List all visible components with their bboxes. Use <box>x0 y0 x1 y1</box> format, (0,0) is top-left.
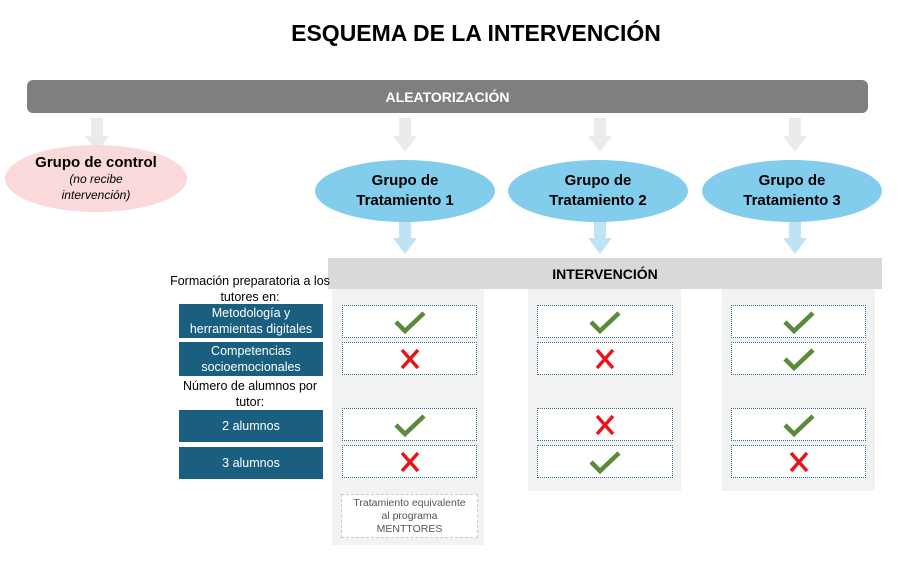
cell-t2-row4 <box>537 445 673 478</box>
row-label-3-students: 3 alumnos <box>179 447 323 479</box>
treatment-group-label: Grupo de <box>371 172 439 189</box>
treatment-group-1: Grupo de Tratamiento 1 <box>315 160 495 222</box>
down-arrow-icon <box>85 118 109 152</box>
cell-t3-row1 <box>731 305 866 338</box>
down-arrow-icon <box>783 118 807 152</box>
diagram-title: ESQUEMA DE LA INTERVENCIÓN <box>291 20 661 46</box>
cross-icon <box>595 348 615 369</box>
treatment-group-3: Grupo de Tratamiento 3 <box>702 160 882 222</box>
checkmark-icon <box>782 310 815 334</box>
cross-icon <box>400 451 419 472</box>
training-section-label: Formación preparatoria a los tutores en: <box>170 274 330 304</box>
treatment-group-label: Tratamiento 3 <box>743 192 841 209</box>
cell-t1-row2 <box>342 342 477 375</box>
cross-icon <box>789 451 808 472</box>
checkmark-icon <box>782 347 815 371</box>
treatment-group-label: Tratamiento 1 <box>356 192 454 209</box>
menttores-note: Tratamiento equivalente al programa MENT… <box>341 494 478 538</box>
cell-t1-row1 <box>342 305 477 338</box>
treatment-group-label: Tratamiento 2 <box>549 192 647 209</box>
cell-t2-row2 <box>537 342 673 375</box>
control-group-title: Grupo de control <box>35 154 157 171</box>
treatment-group-label: Grupo de <box>564 172 632 189</box>
control-group-subtitle: (no recibe intervención) <box>61 172 131 202</box>
cell-t2-row1 <box>537 305 673 338</box>
row-label-socioemotional: Competencias socioemocionales <box>179 342 323 376</box>
checkmark-icon <box>782 413 815 437</box>
control-group: Grupo de control (no recibe intervención… <box>5 145 187 212</box>
checkmark-icon <box>589 310 621 334</box>
cell-t3-row3 <box>731 408 866 441</box>
row-label-2-students: 2 alumnos <box>179 410 323 442</box>
cross-icon <box>400 348 419 369</box>
treatment-group-2: Grupo de Tratamiento 2 <box>508 160 688 222</box>
cross-icon <box>595 414 615 435</box>
down-arrow-icon <box>588 220 612 254</box>
down-arrow-icon <box>393 220 417 254</box>
cell-t3-row4 <box>731 445 866 478</box>
cell-t2-row3 <box>537 408 673 441</box>
checkmark-icon <box>589 450 621 474</box>
cell-t1-row3 <box>342 408 477 441</box>
menttores-note-text: Tratamiento equivalente al programa MENT… <box>353 496 466 535</box>
randomization-bar: ALEATORIZACIÓN <box>27 80 868 113</box>
cell-t1-row4 <box>342 445 477 478</box>
down-arrow-icon <box>588 118 612 152</box>
checkmark-icon <box>393 310 426 334</box>
students-section-label: Número de alumnos por tutor: <box>182 379 318 409</box>
treatment-group-label: Grupo de <box>758 172 826 189</box>
down-arrow-icon <box>393 118 417 152</box>
intervention-bar: INTERVENCIÓN <box>328 258 882 289</box>
row-label-methodology: Metodología y herramientas digitales <box>179 304 323 338</box>
down-arrow-icon <box>783 220 807 254</box>
cell-t3-row2 <box>731 342 866 375</box>
checkmark-icon <box>393 413 426 437</box>
